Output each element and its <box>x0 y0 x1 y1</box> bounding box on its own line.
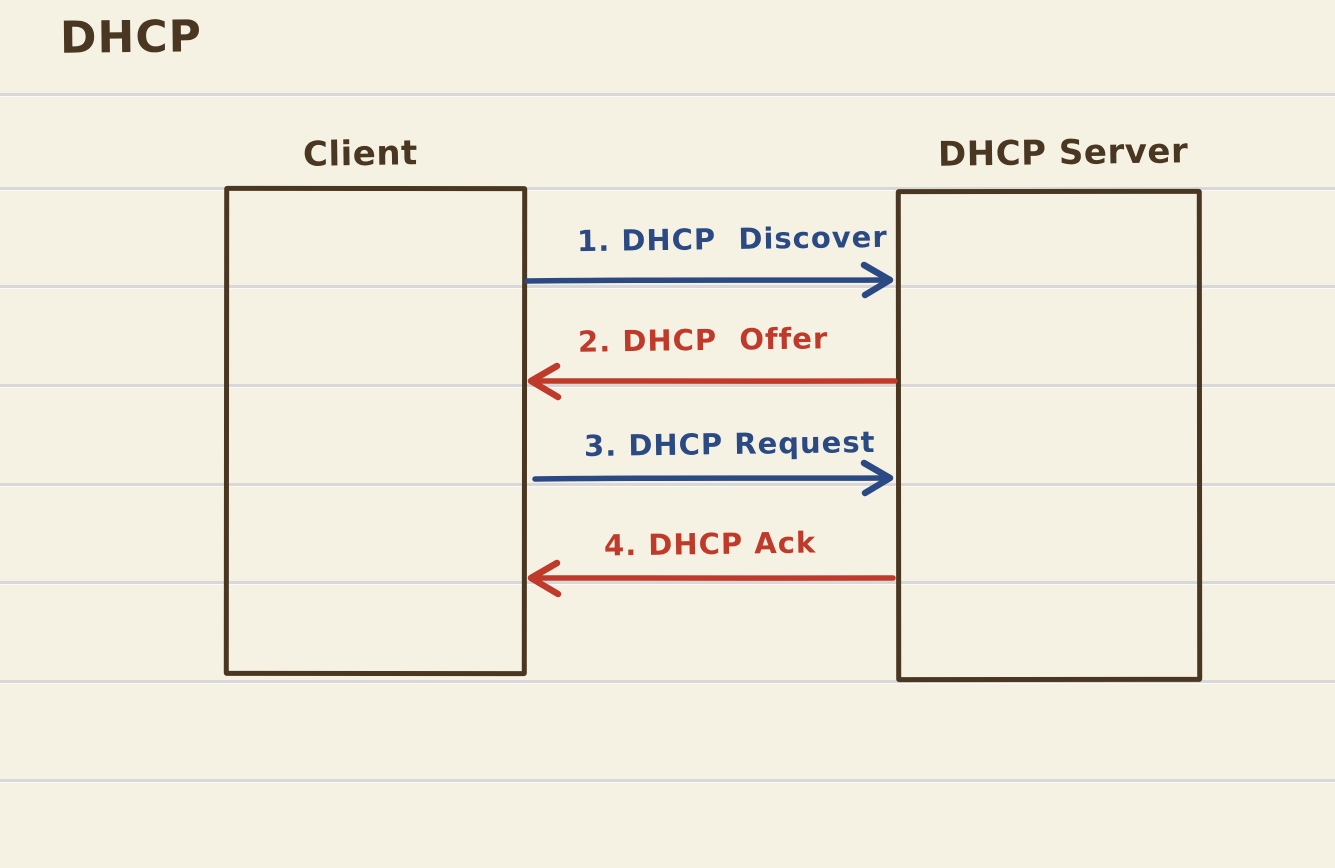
client-node-label: Client <box>302 133 419 175</box>
ruled-line <box>0 483 1335 486</box>
page-title: DHCP <box>59 11 203 64</box>
ruled-line <box>0 384 1335 387</box>
dhcp-server-node-box <box>895 188 1203 683</box>
ruled-line <box>0 779 1335 782</box>
ruled-line <box>0 187 1335 190</box>
arrow-dhcp-offer-left <box>523 355 899 407</box>
left-arrow-icon <box>527 559 896 598</box>
arrow-dhcp-discover-right <box>523 254 899 306</box>
message-label-dhcp-discover: 1. DHCP Discover <box>576 219 888 259</box>
dhcp-server-node-label: DHCP Server <box>937 131 1189 175</box>
right-arrow-icon <box>532 459 894 497</box>
right-arrow-icon <box>524 261 894 299</box>
client-node-box <box>223 185 528 677</box>
ruled-line <box>0 680 1335 683</box>
arrow-dhcp-request-right <box>523 452 899 504</box>
message-label-dhcp-offer: 2. DHCP Offer <box>577 321 829 359</box>
left-arrow-icon <box>527 362 898 401</box>
ruled-line <box>0 93 1335 96</box>
ruled-line <box>0 581 1335 584</box>
arrow-dhcp-ack-left <box>523 552 899 604</box>
ruled-line <box>0 285 1335 288</box>
